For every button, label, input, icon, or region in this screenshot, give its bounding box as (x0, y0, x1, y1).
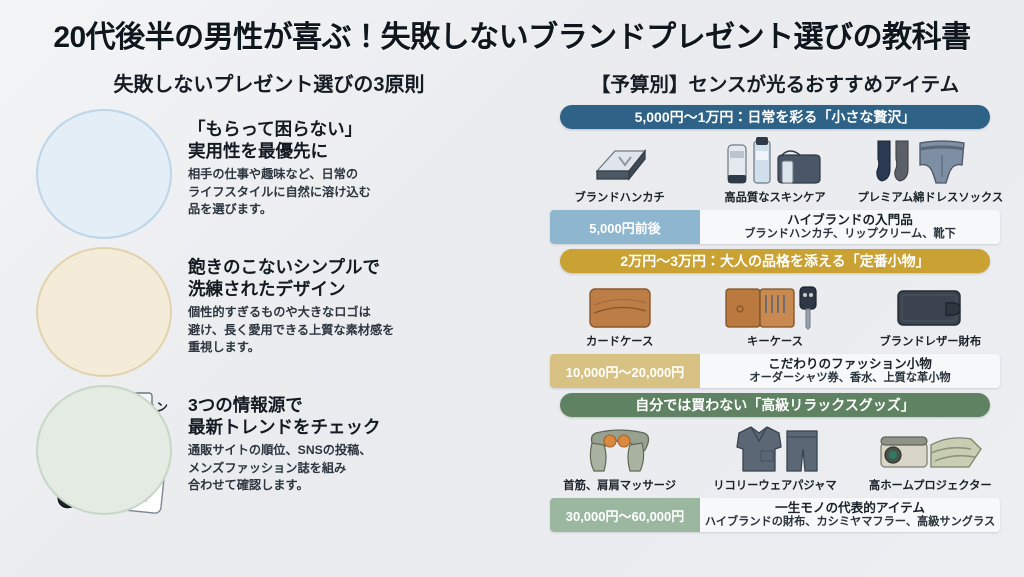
principle-item: 飽きのこないシンプルで 洗練されたデザイン 個性的すぎるものや大きなロゴは 避け… (28, 243, 524, 377)
budget-item: プレミアム綿ドレスソックス (855, 135, 1005, 205)
watch-tshirt-pen-icon (28, 243, 178, 377)
budget-item: ブランドレザー財布 (855, 279, 1005, 349)
budget-item-row: ブランドハンカチ (536, 135, 1014, 205)
budget-item-label: カードケース (586, 336, 654, 348)
budget-summary-row: 5,000円前後 ハイブランドの入門品 ブランドハンカチ、リップクリーム、靴下 (550, 210, 1000, 244)
budget-summary-line1: こだわりのファッション小物 (768, 356, 932, 371)
principle-title: 「もらって困らない」 実用性を最優先に (188, 119, 363, 161)
projector-blanket-icon (855, 423, 1005, 475)
neck-massager-icon (545, 423, 695, 475)
budget-summary-price: 5,000円前後 (550, 210, 700, 244)
budget-item-label: 高品質なスキンケア (724, 192, 826, 204)
budget-item: 高品質なスキンケア (700, 135, 850, 205)
budget-item-row: カードケース (536, 279, 1014, 349)
page-title: 20代後半の男性が喜ぶ！失敗しないブランドプレゼント選びの教科書 (53, 21, 971, 54)
budget-summary-line1: 一生モノの代表的アイテム (775, 500, 925, 515)
budget-band: 2万円〜3万円：大人の品格を添える「定番小物」 カードケース (536, 249, 1014, 388)
principle-body: 個性的すぎるものや大きなロゴは 避け、長く愛用できる上質な素材感を 重視します。 (188, 305, 395, 355)
budget-item-label: リコリーウェアパジャマ (713, 480, 837, 492)
folded-handkerchief-icon (545, 135, 695, 187)
principle-title: 飽きのこないシンプルで 洗練されたデザイン (188, 257, 380, 299)
budget-item: リコリーウェアパジャマ (700, 423, 850, 493)
budget-band-pill: 自分では買わない「高級リラックスグッズ」 (560, 393, 990, 417)
budget-band-pill: 2万円〜3万円：大人の品格を添える「定番小物」 (560, 249, 990, 273)
title-bar: 20代後半の男性が喜ぶ！失敗しないブランドプレゼント選びの教科書 (0, 8, 1024, 60)
budget-item-label: 首筋、肩肩マッサージ (563, 480, 677, 492)
budget-summary-price: 10,000円〜20,000円 (550, 354, 700, 388)
leather-wallet-icon (855, 279, 1005, 331)
budget-heading: 【予算別】センスが光るおすすめアイテム (590, 74, 960, 96)
principle-item: 「もらって困らない」 実用性を最優先に 相手の仕事や趣味など、日常の ライフスタ… (28, 105, 524, 239)
budget-band: 自分では買わない「高級リラックスグッズ」 首筋、肩肩マッサージ (536, 393, 1014, 532)
budget-summary-line1: ハイブランドの入門品 (787, 212, 913, 227)
budget-item-label: 高ホームプロジェクター (868, 480, 992, 492)
budget-item-label: ブランドレザー財布 (879, 336, 982, 348)
budget-item-label: キーケース (747, 336, 803, 348)
budget-summary-line2: オーダーシャツ券、香水、上質な革小物 (749, 371, 951, 384)
principle-title: 3つの情報源で 最新トレンドをチェック (188, 395, 381, 437)
budget-item: カードケース (545, 279, 695, 349)
budget-item: ブランドハンカチ (545, 135, 695, 205)
budget-item: 首筋、肩肩マッサージ (545, 423, 695, 493)
socks-boxers-icon (855, 135, 1005, 187)
key-case-icon (700, 279, 850, 331)
pajama-icon (700, 423, 850, 475)
budget-summary-body: 一生モノの代表的アイテム ハイブランドの財布、カシミヤマフラー、高級サングラス (700, 498, 1000, 532)
budget-summary-price: 30,000円〜60,000円 (550, 498, 700, 532)
budget-summary-line2: ブランドハンカチ、リップクリーム、靴下 (744, 227, 956, 240)
principles-heading: 失敗しないプレゼント選びの3原則 (113, 74, 425, 96)
budget-summary-body: こだわりのファッション小物 オーダーシャツ券、香水、上質な革小物 (700, 354, 1000, 388)
budget-summary-row: 30,000円〜60,000円 一生モノの代表的アイテム ハイブランドの財布、カ… (550, 498, 1000, 532)
budget-summary-line2: ハイブランドの財布、カシミヤマフラー、高級サングラス (704, 515, 996, 528)
budget-item-label: ブランドハンカチ (574, 192, 665, 204)
budget-column: 【予算別】センスが光るおすすめアイテム 5,000円〜1万円：日常を彩る「小さな… (536, 68, 1014, 568)
smartphone-magazine-sns-icon: ファッション ファッション (28, 381, 178, 515)
budget-item-label: プレミアム綿ドレスソックス (857, 192, 1004, 204)
skincare-set-icon (700, 135, 850, 187)
budget-summary-body: ハイブランドの入門品 ブランドハンカチ、リップクリーム、靴下 (700, 210, 1000, 244)
budget-item: 高ホームプロジェクター (855, 423, 1005, 493)
principles-column: 失敗しないプレゼント選びの3原則 (14, 68, 524, 568)
card-case-icon (545, 279, 695, 331)
budget-summary-row: 10,000円〜20,000円 こだわりのファッション小物 オーダーシャツ券、香… (550, 354, 1000, 388)
principle-body: 相手の仕事や趣味など、日常の ライフスタイルに自然に溶け込む 品を選びます。 (188, 167, 371, 217)
budget-band: 5,000円〜1万円：日常を彩る「小さな贅沢」 ブランドハンカチ (536, 105, 1014, 244)
budget-item-row: 首筋、肩肩マッサージ リコリーウェアパジャマ (536, 423, 1014, 493)
principle-body: 通販サイトの順位、SNSの投稿、 メンズファッション誌を組み 合わせて確認します… (188, 443, 372, 493)
briefcase-watch-earbuds-icon (28, 105, 178, 239)
principle-item: ファッション ファッション (28, 381, 524, 515)
budget-band-pill: 5,000円〜1万円：日常を彩る「小さな贅沢」 (560, 105, 990, 129)
budget-item: キーケース (700, 279, 850, 349)
